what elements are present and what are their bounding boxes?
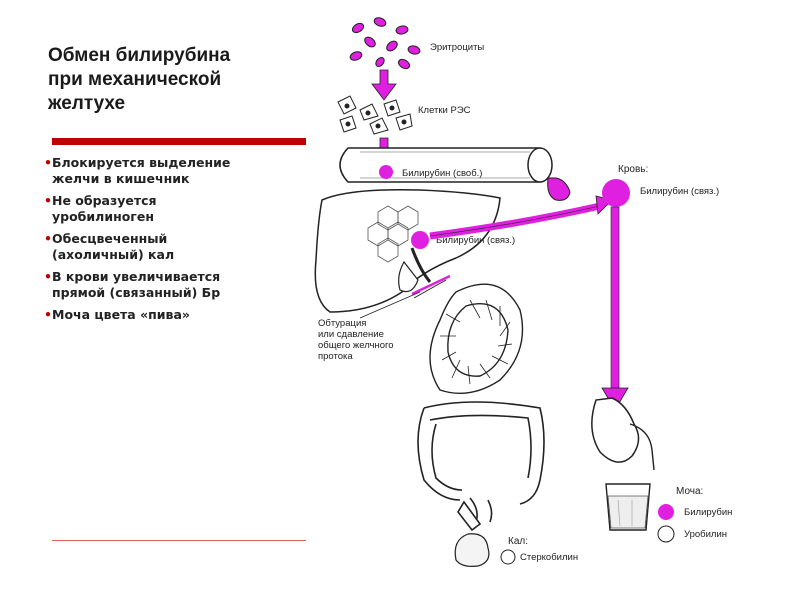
obstruction-marker bbox=[411, 274, 451, 296]
label-bilirubin-bound-blood: Билирубин (связ.) bbox=[640, 186, 719, 197]
label-res-cells: Клетки РЭС bbox=[418, 105, 471, 116]
bilirubin-bound-liver-dot bbox=[411, 231, 429, 249]
bullet-item: •Моча цвета «пива» bbox=[44, 307, 190, 322]
arrow-down-icon bbox=[371, 69, 397, 101]
arrow-blood-to-kidney bbox=[610, 206, 620, 390]
small-intestine-illustration bbox=[429, 283, 524, 395]
bilirubin-free-dot bbox=[379, 165, 393, 179]
label-stool: Кал: bbox=[508, 536, 528, 547]
label-urine-bilirubin: Билирубин bbox=[684, 507, 732, 518]
obstruction-marker bbox=[413, 279, 447, 299]
kidney-illustration bbox=[591, 397, 655, 471]
urine-bilirubin-dot bbox=[658, 504, 674, 520]
erythrocytes-illustration bbox=[349, 17, 421, 70]
label-erythrocytes: Эритроциты bbox=[430, 42, 484, 53]
slide-title: Обмен билирубина при механической желтух… bbox=[48, 45, 231, 114]
bullet-item: •Обесцвеченный (ахоличный) кал bbox=[44, 231, 175, 262]
vessel-outflow bbox=[547, 177, 571, 201]
res-cells-illustration bbox=[337, 95, 413, 135]
bullet-list: •Блокируется выделение желчи в кишечник … bbox=[44, 155, 304, 329]
large-intestine-illustration bbox=[417, 401, 545, 532]
label-obstruction: Обтурация или сдавление общего желчного … bbox=[318, 318, 396, 362]
bullet-item: •В крови увеличивается прямой (связанный… bbox=[44, 269, 221, 300]
label-urine: Моча: bbox=[676, 486, 703, 497]
bullet-item: •Блокируется выделение желчи в кишечник bbox=[44, 155, 231, 186]
label-bilirubin-bound-liver: Билирубин (связ.) bbox=[436, 235, 515, 246]
title-divider bbox=[52, 138, 306, 145]
urine-urobilin-dot bbox=[657, 525, 675, 543]
bullet-item: •Не образуется уробилиноген bbox=[44, 193, 157, 224]
label-stercobilin: Стеркобилин bbox=[520, 552, 578, 563]
label-blood: Кровь: bbox=[618, 164, 648, 175]
liver-illustration bbox=[314, 188, 501, 313]
label-urine-urobilin: Уробилин bbox=[684, 529, 727, 540]
bilirubin-bound-blood-dot bbox=[602, 179, 630, 207]
stool-illustration bbox=[454, 533, 490, 567]
footer-divider bbox=[52, 540, 306, 541]
obstruction-pointer bbox=[359, 291, 421, 319]
stercobilin-dot bbox=[500, 549, 516, 565]
urine-glass-illustration bbox=[605, 483, 651, 531]
label-bilirubin-free: Билирубин (своб.) bbox=[402, 168, 482, 179]
